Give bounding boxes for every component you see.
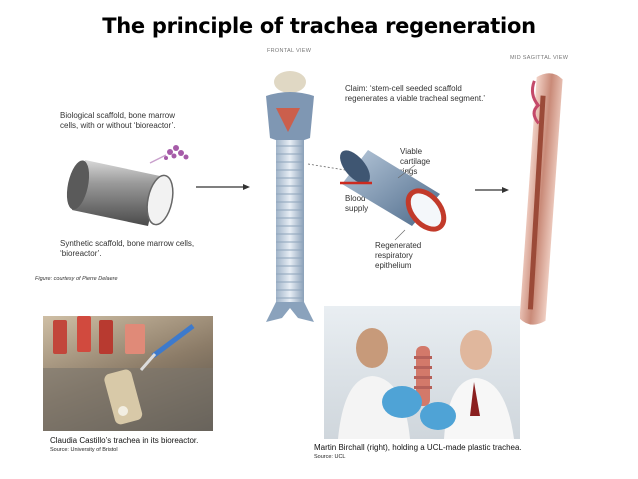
left-photo-source: Source: University of Bristol <box>50 447 118 453</box>
researchers-photo <box>324 306 520 439</box>
bioreactor-photo-graphic <box>43 316 213 431</box>
bio-scaffold-text: Biological scaffold, bone marrow cells, … <box>60 111 176 130</box>
scaffold-tube-graphic <box>66 160 174 226</box>
claim-text: Claim: ‘stem-cell seeded scaffold regene… <box>345 84 486 103</box>
left-photo-caption: Claudia Castillo’s trachea in its biorea… <box>50 436 199 445</box>
right-photo-source: Source: UCL <box>314 454 346 460</box>
mid-sagittal-trachea-graphic <box>519 73 563 325</box>
frontal-view-label: FRONTAL VIEW <box>267 48 312 54</box>
mid-sagittal-view-label: MID SAGITTAL VIEW <box>510 55 569 61</box>
frontal-trachea-graphic <box>266 71 314 322</box>
viable-cartilage-label: Viable cartilage rings <box>400 147 431 176</box>
right-photo-caption: Martin Birchall (right), holding a UCL-m… <box>314 443 522 452</box>
regenerated-epithelium-label: Regenerated respiratory epithelium <box>375 241 422 270</box>
page-title: The principle of trachea regeneration <box>102 14 536 38</box>
researchers-photo-graphic <box>338 328 514 439</box>
synthetic-scaffold-text: Synthetic scaffold, bone marrow cells, ‘… <box>60 239 195 258</box>
blood-supply-label: Blood supply <box>345 194 369 213</box>
figure-credit: Figure: courtesy of Pierre Delaere <box>35 276 118 282</box>
bone-marrow-cells-graphic <box>164 145 189 160</box>
cells-arrow <box>149 154 167 164</box>
bioreactor-photo <box>43 316 213 431</box>
tracheal-segment-graphic <box>340 150 447 232</box>
